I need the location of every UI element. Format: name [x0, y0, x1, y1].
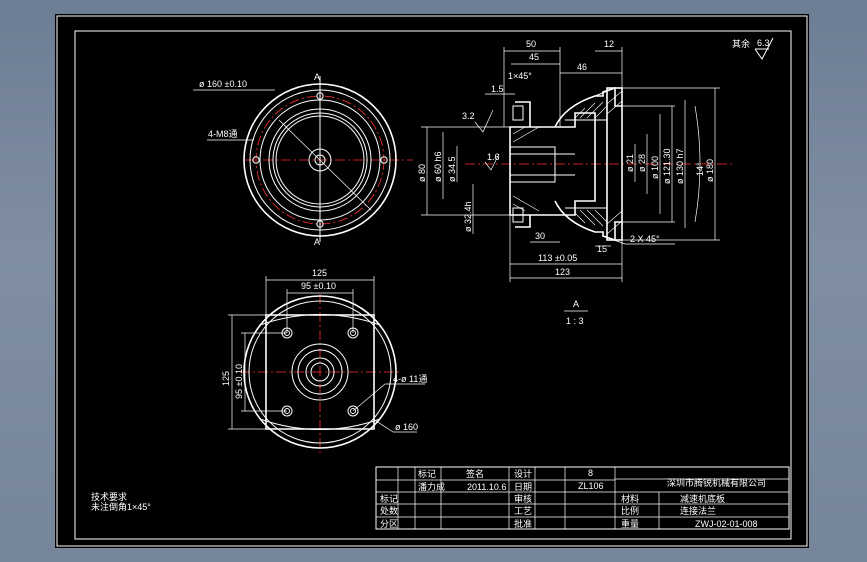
tb-designer: 潘力成: [418, 481, 445, 492]
angle-14: 14°: [695, 162, 705, 176]
outer-frame: [56, 15, 808, 547]
roughness-note: 其余: [732, 38, 750, 49]
tb-material: ZL106: [578, 481, 604, 491]
section-hatching: [512, 90, 623, 235]
dim-30: 30: [535, 231, 545, 241]
bottom-height-outer: 125: [221, 371, 231, 386]
drawing-canvas: 6.3 其余 ø 160 ±0.10 4-M8通 A A: [56, 15, 808, 547]
bottom-height-inner: 95 ±0.10: [234, 364, 244, 399]
dim-123: 123: [555, 267, 570, 277]
diameter-80: ø 80: [417, 164, 427, 182]
diameter-60: ø 60 h6: [433, 151, 443, 182]
tb-row-0: 标记: [380, 493, 398, 504]
diameter-130: ø 130 h7: [675, 148, 685, 184]
dim-46: 46: [577, 62, 587, 72]
bottom-view: 125 95 ±0.10 125 95 ±0.10 4-ø 11通 ø 160: [221, 268, 427, 454]
tb-label-a: 材料: [621, 493, 639, 504]
tb-label-b: 比例: [621, 505, 639, 516]
tb-quantity: 8: [588, 468, 593, 478]
tb-drawing-no: ZWJ-02-01-008: [695, 519, 758, 529]
section-mark-bottom: A: [314, 237, 320, 247]
cad-viewport[interactable]: 6.3 其余 ø 160 ±0.10 4-M8通 A A: [55, 14, 809, 548]
dim-15: 15: [597, 244, 607, 254]
tech-note-title: 技术要求: [91, 491, 127, 502]
dim-3-2: 3.2: [462, 111, 475, 121]
tb-role-approve: 批准: [514, 518, 532, 529]
bottom-diameter-label: ø 160: [395, 422, 418, 432]
dim-50: 50: [526, 39, 536, 49]
tb-part-name: 减速机底板: [680, 493, 725, 504]
tb-role-design: 设计: [514, 468, 532, 479]
dim-1-5: 1.5: [491, 84, 504, 94]
diameter-32: ø 32.4h: [463, 201, 473, 232]
section-view: 50 45 12 1×45° 46 1.5 3.2 1.6 ø 80 ø 60 …: [417, 39, 735, 326]
tb-role-check: 审核: [514, 493, 532, 504]
scale-label: 1 : 3: [566, 316, 584, 326]
diameter-28: ø 28: [637, 154, 647, 172]
tb-row-2: 分区: [380, 519, 398, 529]
section-mark-top: A: [314, 72, 320, 82]
dim-chamfer: 1×45°: [508, 71, 532, 81]
title-block: 标记 签名 设计 8 ZL106 潘力成 2011.10.6 日期 深圳市腾锐机…: [375, 466, 790, 530]
tb-col-sign: 签名: [466, 468, 484, 479]
front-holes-label: 4-M8通: [208, 129, 238, 139]
tb-role-process: 工艺: [514, 506, 532, 516]
bottom-width-inner: 95 ±0.10: [301, 281, 336, 291]
front-diameter-label: ø 160 ±0.10: [199, 79, 247, 89]
diameter-180: ø 180: [705, 159, 715, 182]
diameter-21: ø 21: [625, 154, 635, 172]
bottom-width-outer: 125: [312, 268, 327, 278]
tb-label-c: 重量: [621, 518, 639, 529]
inner-frame: [74, 30, 792, 540]
tb-col-mark: 标记: [418, 468, 436, 479]
tech-note-1: 未注倒角1×45°: [91, 501, 151, 512]
diameter-34: ø 34.5: [447, 156, 457, 182]
dim-45: 45: [529, 52, 539, 62]
dim-chamfer2: 2 X 45°: [630, 234, 660, 244]
roughness-value: 6.3: [757, 38, 770, 48]
tb-date: 2011.10.6: [467, 482, 506, 492]
tb-company: 深圳市腾锐机械有限公司: [667, 477, 766, 488]
dim-113: 113 ±0.05: [538, 253, 577, 263]
front-view: ø 160 ±0.10 4-M8通 A A: [193, 72, 413, 247]
diameter-100: ø 100: [650, 156, 660, 179]
dim-1-6: 1.6: [487, 152, 500, 162]
tb-col-date: 日期: [514, 482, 532, 492]
dim-12: 12: [604, 39, 614, 49]
roughness-symbol: 6.3 其余: [732, 37, 774, 60]
tb-row-1: 处数: [380, 505, 398, 516]
diameter-121: ø 121.30: [662, 148, 672, 184]
bottom-holes-label: 4-ø 11通: [393, 374, 427, 384]
view-label: A: [573, 299, 579, 309]
tb-part-type: 连接法兰: [680, 505, 716, 516]
